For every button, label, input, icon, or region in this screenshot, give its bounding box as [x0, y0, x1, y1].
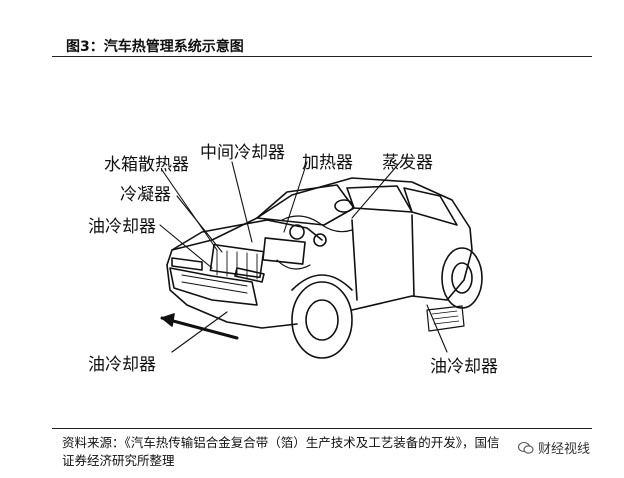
top-rule — [52, 56, 592, 57]
bottom-rule — [52, 428, 592, 429]
front-wheel — [291, 281, 353, 359]
rear-wheel — [441, 247, 483, 309]
label-heater: 加热器 — [302, 153, 353, 173]
source-note: 资料来源：《汽车热传输铝合金复合带（箔）生产技术及工艺装备的开发》，国信 证券经… — [62, 434, 532, 470]
label-radiator: 水箱散热器 — [104, 155, 189, 175]
source-line-2: 证券经济研究所整理 — [62, 453, 175, 468]
figure-caption: 图3：汽车热管理系统示意图 — [66, 39, 244, 55]
label-intercooler: 中间冷却器 — [200, 143, 285, 163]
oil-cooler-panel-right — [426, 305, 465, 332]
source-line-1: 资料来源：《汽车热传输铝合金复合带（箔）生产技术及工艺装备的开发》，国信 — [62, 435, 500, 450]
label-condenser: 冷凝器 — [120, 185, 171, 205]
car-roof-outline — [166, 177, 473, 301]
label-oil-cooler-bottom-left: 油冷却器 — [88, 355, 156, 375]
watermark-text: 财经视线 — [538, 442, 591, 457]
watermark: 财经视线 — [518, 438, 590, 457]
wechat-icon — [518, 441, 534, 454]
label-oil-cooler-bottom-right: 油冷却器 — [430, 357, 498, 377]
label-oil-cooler-left: 油冷却器 — [88, 217, 156, 237]
car-thermal-diagram — [159, 159, 483, 359]
airflow-arrow — [160, 316, 239, 340]
label-evaporator: 蒸发器 — [382, 153, 433, 173]
